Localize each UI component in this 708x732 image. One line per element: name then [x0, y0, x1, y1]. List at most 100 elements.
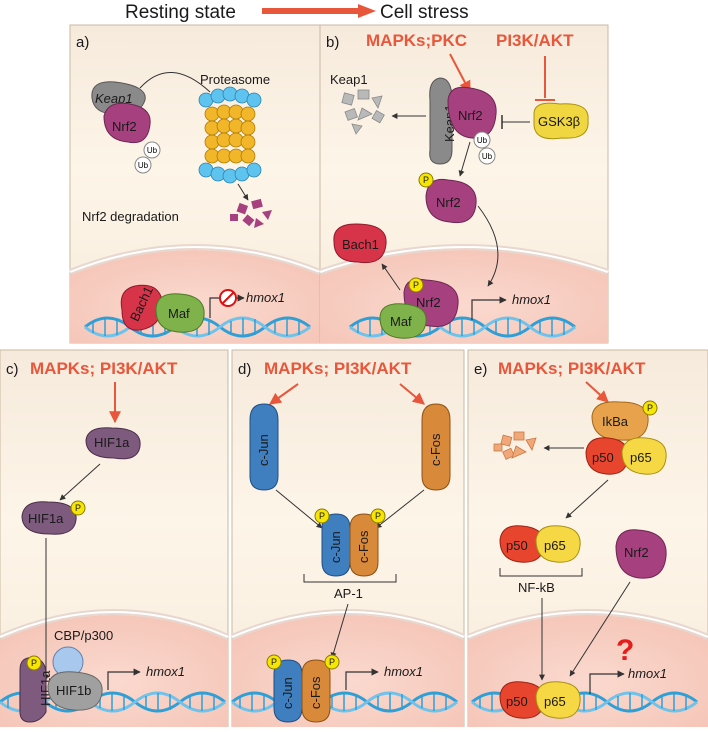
hif1a-protein	[85, 427, 141, 460]
phospho-badge	[26, 655, 42, 671]
nrf2-protein	[615, 529, 667, 579]
svg-text:Ub: Ub	[477, 136, 488, 145]
phospho-badge	[370, 508, 386, 524]
cfos-protein	[421, 403, 451, 491]
proteasome-label: Proteasome	[200, 72, 270, 87]
p65-label: p65	[630, 450, 652, 465]
p65-nuclear-label: p65	[544, 694, 566, 709]
transcription-arrow	[471, 296, 507, 320]
cjun-to-ap1-arrow	[275, 489, 323, 529]
cfos-p-protein	[349, 513, 379, 577]
svg-text:P: P	[329, 657, 335, 667]
svg-text:P: P	[423, 175, 429, 185]
signal-mapks-pi3k: MAPKs; PI3K/AKT	[498, 359, 646, 378]
panel-e: e) MAPKs; PI3K/AKT IkBa P p50 p65 p50 p6…	[466, 349, 708, 728]
signal-arrow-left	[269, 383, 299, 405]
cjun-p-label: c-Jun	[328, 531, 343, 563]
svg-text:P: P	[75, 503, 81, 513]
signal-arrow	[585, 381, 609, 403]
panel-c: c) MAPKs; PI3K/AKT HIF1a HIF1a P HIF1a P…	[0, 349, 230, 728]
degradation-arrow	[237, 183, 249, 201]
transcription-arrow	[345, 668, 379, 690]
panel-d: d) MAPKs; PI3K/AKT c-Jun c-Fos c-Jun c-F…	[230, 349, 466, 728]
p-hif1a-label: HIF1a	[28, 511, 64, 526]
header-arrowhead	[358, 4, 376, 18]
nfkb-bracket	[499, 568, 583, 577]
panel-b-letter: b)	[326, 34, 339, 51]
ikba-label: IkBa	[602, 414, 629, 429]
transcription-arrow	[107, 668, 141, 690]
nrf2-label: Nrf2	[458, 108, 483, 123]
phospho-badge	[642, 400, 658, 416]
nrf2-protein	[103, 102, 151, 144]
hif1a-label: HIF1a	[94, 435, 130, 450]
header-cell-stress: Cell stress	[380, 2, 469, 23]
signal-mapks-pkc: MAPKs;PKC	[366, 31, 467, 50]
keap1-free-label: Keap1	[330, 72, 368, 87]
gene-label-hmox1: hmox1	[628, 666, 667, 681]
svg-text:P: P	[31, 658, 37, 668]
hif1b-label: HIF1b	[56, 683, 91, 698]
cjun-protein	[249, 403, 279, 491]
ap1-bracket	[303, 574, 397, 583]
panel-a: a) Keap1 Nrf2 Ub Ub Proteasome	[68, 24, 322, 344]
svg-text:P: P	[319, 511, 325, 521]
keap1-protein	[429, 77, 453, 165]
panel-e-letter: e)	[474, 361, 487, 378]
ubiquitin-icon	[478, 147, 496, 165]
nrf2-fragments-icon	[230, 198, 272, 228]
nrf2-label: Nrf2	[112, 119, 137, 134]
gene-label-hmox1: hmox1	[246, 290, 285, 305]
phospho-badge	[408, 277, 424, 293]
bach1-protein	[333, 223, 387, 264]
svg-text:Ub: Ub	[138, 161, 149, 170]
phospho-badge	[70, 500, 86, 516]
nuclear-translocation-arrow	[330, 603, 349, 659]
nrf2-nuclear-arrow	[569, 581, 631, 677]
gene-label-hmox1: hmox1	[512, 292, 551, 307]
hif1a-nuclear-protein	[19, 657, 47, 723]
gene-label-hmox1: hmox1	[146, 664, 185, 679]
ikba-fragments-icon	[493, 431, 537, 460]
svg-text:P: P	[271, 657, 277, 667]
question-mark: ?	[616, 634, 634, 667]
maf-protein	[155, 293, 205, 333]
signal-mapks-pi3k: MAPKs; PI3K/AKT	[264, 359, 412, 378]
p50-nuclear-label: p50	[506, 694, 528, 709]
signal-arrow	[449, 53, 471, 94]
keap1-fragments-icon	[341, 89, 385, 135]
nrf2-degradation-label: Nrf2 degradation	[82, 209, 179, 224]
nfkb-release-arrow	[565, 479, 609, 519]
maf-label: Maf	[390, 314, 412, 329]
phosphorylation-arrow	[59, 463, 101, 501]
phospho-badge	[418, 172, 434, 188]
nrf2-protein	[447, 86, 497, 139]
header-resting-state: Resting state	[125, 2, 236, 23]
p-hif1a-protein	[21, 501, 77, 535]
signal-mapks-pi3k: MAPKs; PI3K/AKT	[30, 359, 178, 378]
svg-text:Ub: Ub	[147, 146, 158, 155]
svg-text:Ub: Ub	[482, 152, 493, 161]
cfos-nuclear-label: c-Fos	[308, 676, 323, 709]
svg-text:P: P	[647, 403, 653, 413]
transcription-arrow	[589, 670, 625, 694]
bach1-export-arrow	[381, 263, 401, 291]
gsk3b-label: GSK3β	[538, 114, 580, 129]
svg-text:P: P	[413, 280, 419, 290]
header: Resting state Cell stress	[125, 2, 469, 23]
phosphorylation-arrow	[458, 141, 471, 177]
cjun-label: c-Jun	[256, 434, 271, 466]
p-nrf2-label: Nrf2	[436, 195, 461, 210]
p65-nuclear-protein	[535, 681, 581, 719]
phospho-badge	[314, 508, 330, 524]
signal-pi3k-akt: PI3K/AKT	[496, 31, 574, 50]
p65-protein	[621, 437, 667, 475]
phospho-badge	[266, 654, 282, 670]
ubiquitin-icon	[143, 141, 161, 159]
bach1-label: Bach1	[342, 237, 379, 252]
cbp-p300-label: CBP/p300	[54, 628, 113, 643]
path-to-proteasome	[139, 72, 211, 93]
proteasome-icon	[198, 86, 262, 184]
nfkb-label: NF-kB	[518, 580, 555, 595]
